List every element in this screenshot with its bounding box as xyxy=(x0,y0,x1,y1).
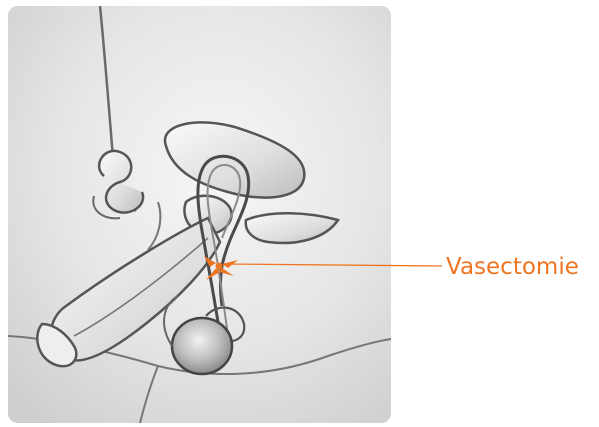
anatomy-drawing xyxy=(8,6,391,423)
testis xyxy=(172,318,232,374)
anatomy-illustration xyxy=(8,6,391,423)
vasectomy-label: Vasectomie xyxy=(446,253,579,281)
